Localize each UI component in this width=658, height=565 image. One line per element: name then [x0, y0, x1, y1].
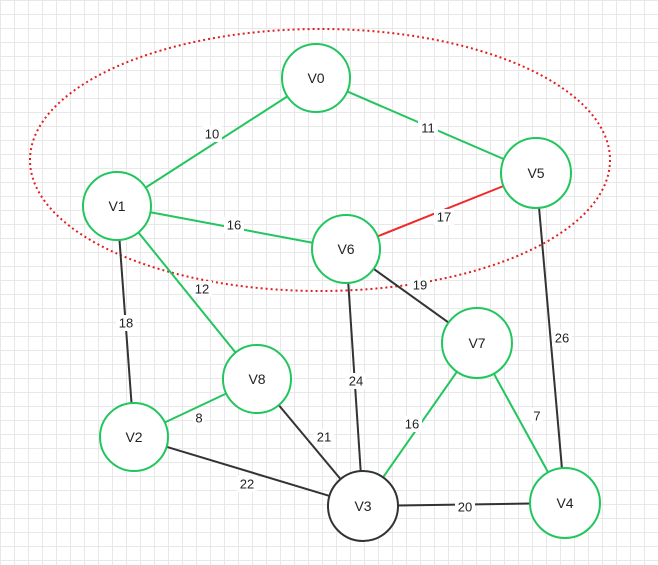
edge-weight-label: 16 [405, 417, 419, 432]
node-label: V4 [556, 495, 573, 511]
edge-v6-v7 [373, 268, 450, 324]
node-circle [441, 307, 513, 379]
edge-label-background [455, 499, 475, 515]
edge-weight-label: 18 [119, 316, 133, 331]
node-label: V1 [108, 198, 125, 214]
edge-label-background [531, 408, 543, 424]
edge-weight-label: 24 [349, 374, 363, 389]
edge-weight-label: 17 [437, 210, 451, 225]
node-v0: V0 [281, 43, 351, 113]
edge-label-background [434, 209, 454, 225]
node-v4: V4 [529, 467, 601, 539]
edge-weight-label: 10 [205, 127, 219, 142]
node-circle [99, 402, 169, 472]
edge-weight-label: 16 [227, 218, 241, 233]
edges-layer: 10 11 16 17 12 18 19 24 26 8 21 16 7 22 20 [116, 90, 572, 515]
edge-label-background [193, 410, 205, 426]
node-label: V6 [337, 241, 354, 257]
edge-label-background [237, 476, 257, 492]
highlight-region [29, 28, 611, 292]
edge-v7-v4 [492, 373, 550, 473]
edge-v5-v4 [538, 207, 563, 469]
node-label: V0 [307, 70, 324, 86]
edge-label-background [202, 126, 222, 142]
edge-weight-label: 8 [195, 411, 202, 426]
edge-label-background [192, 281, 212, 297]
node-label: V8 [248, 371, 265, 387]
edge-weight-label: 11 [421, 121, 435, 136]
node-v7: V7 [441, 307, 513, 379]
edge-weight-label: 21 [317, 430, 331, 445]
node-label: V5 [527, 165, 544, 181]
edge-v2-v3 [166, 445, 330, 497]
node-circle [222, 344, 292, 414]
node-label: V2 [125, 429, 142, 445]
edge-v2-v8 [164, 392, 227, 424]
node-label: V7 [468, 335, 485, 351]
edge-label-background [552, 330, 572, 346]
edge-weight-label: 12 [195, 282, 209, 297]
edge-weight-label: 7 [533, 409, 540, 424]
edge-label-background [314, 429, 334, 445]
edge-label-background [116, 315, 136, 331]
edge-v1-v8 [137, 231, 237, 354]
node-circle [529, 467, 601, 539]
node-v1: V1 [82, 171, 152, 241]
edge-label-background [346, 373, 366, 389]
node-circle [327, 470, 399, 542]
node-circle [500, 137, 572, 209]
node-v3: V3 [327, 470, 399, 542]
edge-label-background [418, 120, 438, 136]
edge-label-background [402, 416, 422, 432]
edge-label-background [224, 217, 244, 233]
node-circle [281, 43, 351, 113]
node-v2: V2 [99, 402, 169, 472]
node-label: V3 [354, 498, 371, 514]
node-v6: V6 [311, 214, 381, 284]
edge-weight-label: 19 [413, 278, 427, 293]
edge-weight-label: 20 [458, 500, 472, 515]
edge-v8-v3 [278, 404, 342, 480]
node-circle [82, 171, 152, 241]
node-v8: V8 [222, 344, 292, 414]
edge-weight-label: 22 [240, 477, 254, 492]
edge-label-background [410, 277, 430, 293]
edge-weight-label: 26 [555, 331, 569, 346]
node-v5: V5 [500, 137, 572, 209]
node-circle [311, 214, 381, 284]
